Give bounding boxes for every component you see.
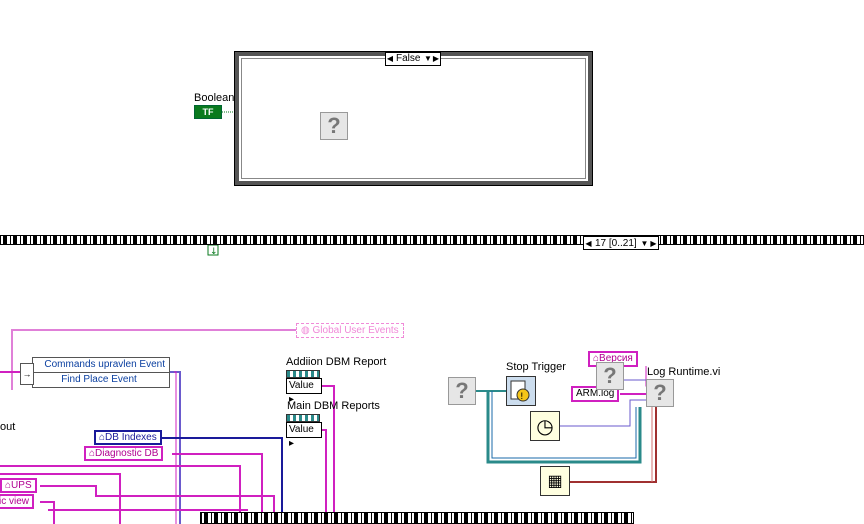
missing-vi-icon[interactable]: ? [320, 112, 348, 140]
event-line-commands: Commands upravlen Event [33, 358, 169, 373]
db-indexes-label: DB Indexes [105, 432, 157, 443]
arm-log-constant[interactable]: ARM.log [571, 386, 620, 402]
case-selector[interactable]: ◀ False ▼ ▶ [385, 52, 441, 66]
out-label: out [0, 421, 16, 433]
log-runtime-vi-icon[interactable]: ? [646, 379, 674, 407]
db-indexes-control[interactable]: ⌂DB Indexes [94, 430, 162, 445]
ic-view-label: ic view [0, 496, 30, 507]
seq-next-arrow[interactable]: ▶ [650, 239, 657, 248]
sequence-selector-value: 17 [0..21] [595, 238, 637, 249]
boolean-constant[interactable]: TF [194, 105, 222, 119]
log-runtime-label: Log Runtime.vi [647, 366, 721, 378]
ic-view-control[interactable]: ic view [0, 494, 35, 509]
value-field-main[interactable]: Value ▸ [286, 422, 322, 449]
global-user-events-indicator[interactable]: ◍ Global User Events [296, 323, 404, 338]
boolean-label: Boolean [194, 92, 235, 104]
clock-icon[interactable]: ◷ [530, 411, 560, 441]
stop-trigger-label: Stop Trigger [506, 361, 566, 373]
value-label-1: Value [289, 380, 314, 391]
global-user-events-label: Global User Events [312, 325, 399, 336]
case-prev-arrow[interactable]: ◀ [386, 54, 394, 63]
main-dbm-label: Main DBM Reports [287, 400, 380, 412]
value-label-2: Value [289, 424, 314, 435]
ups-label: UPS [11, 480, 32, 491]
value-field-addiion[interactable]: Value ▸ [286, 378, 322, 405]
stacked-sequence-border [0, 235, 864, 245]
svg-text:!: ! [520, 392, 524, 402]
svg-text:↓: ↓ [210, 247, 218, 257]
cluster-icon [286, 370, 320, 378]
case-structure[interactable] [234, 51, 593, 186]
event-terminal[interactable]: → [20, 363, 34, 385]
event-line-find-place: Find Place Event [61, 374, 137, 385]
arm-log-label: ARM.log [576, 388, 615, 399]
missing-vi-icon-3[interactable]: ? [596, 362, 624, 390]
stop-trigger-icon[interactable]: ! [506, 376, 536, 406]
seq-dropdown-icon[interactable]: ▼ [640, 239, 649, 248]
case-selector-value: False [396, 53, 421, 64]
diagnostic-db-label: Diagnostic DB [95, 448, 159, 459]
diagnostic-db-control[interactable]: ⌂Diagnostic DB [84, 446, 164, 461]
sequence-selector[interactable]: ◀ 17 [0..21] ▼ ▶ [583, 236, 659, 250]
case-next-arrow[interactable]: ▶ [432, 54, 440, 63]
calculator-icon[interactable]: ▦ [540, 466, 570, 496]
case-dropdown-icon[interactable]: ▼ [424, 54, 432, 63]
cluster-icon-2 [286, 414, 320, 422]
seq-prev-arrow[interactable]: ◀ [585, 239, 592, 248]
versiya-label: Версия [599, 353, 633, 364]
missing-vi-icon-2[interactable]: ? [448, 377, 476, 405]
event-structure-case[interactable]: Commands upravlen Event Find Place Event [32, 357, 170, 388]
inner-loop-border [200, 512, 634, 524]
addiion-report-label: Addiion DBM Report [286, 356, 387, 368]
globe-icon: ◍ [301, 325, 313, 336]
ups-control[interactable]: ⌂UPS [0, 478, 37, 493]
